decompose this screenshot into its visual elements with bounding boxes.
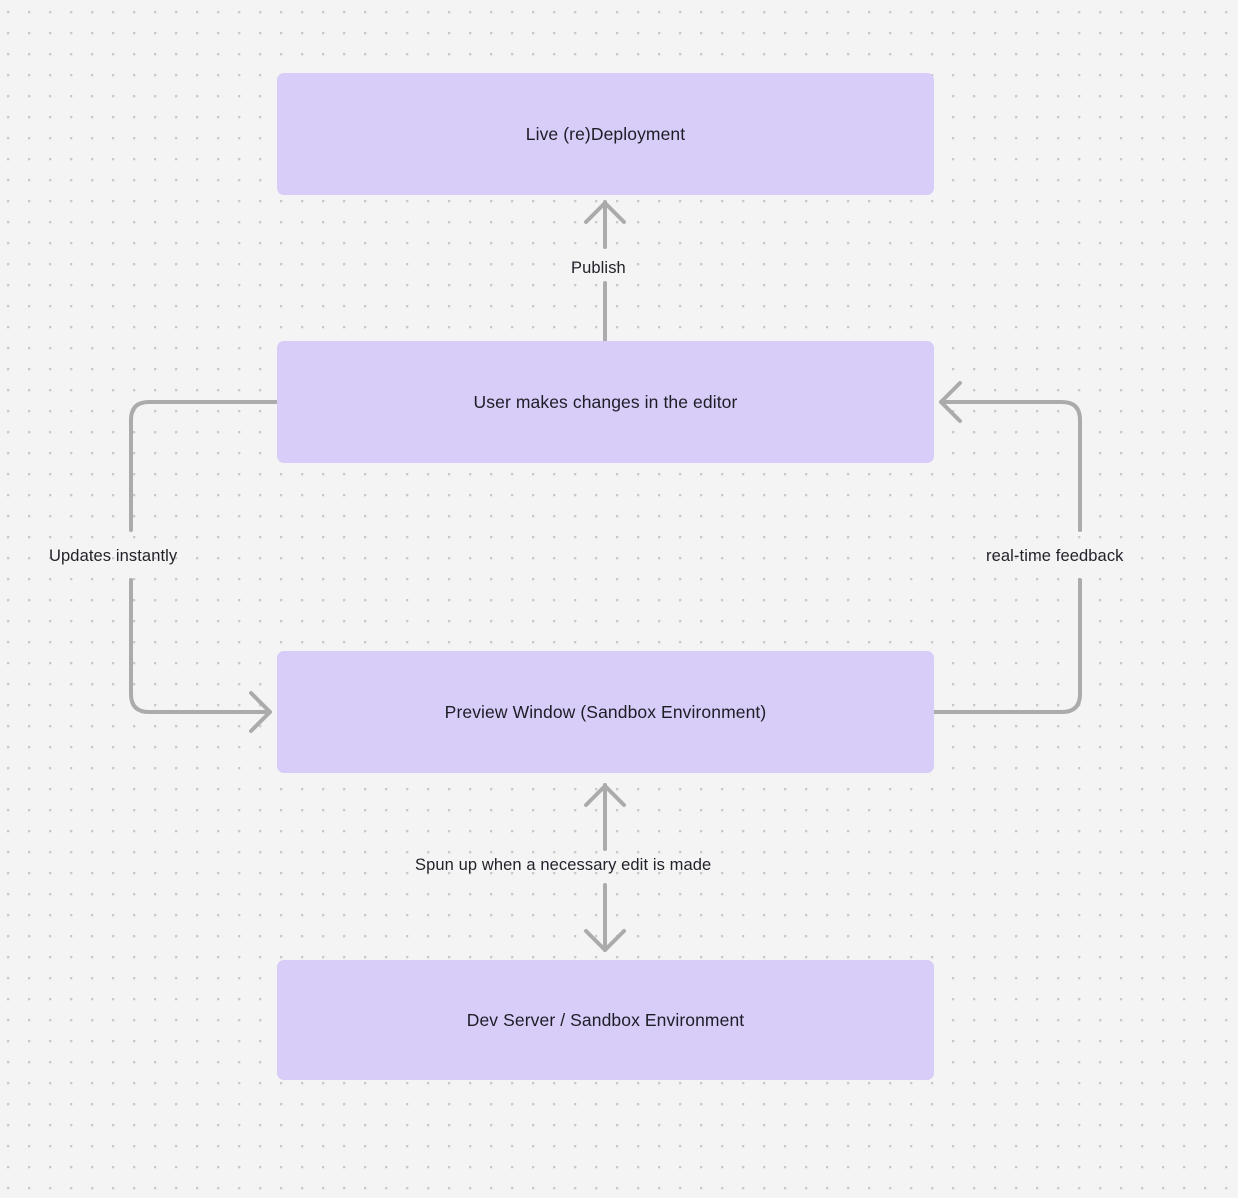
node-user-makes-changes[interactable]: User makes changes in the editor — [277, 341, 934, 463]
node-preview-window[interactable]: Preview Window (Sandbox Environment) — [277, 651, 934, 773]
node-label: Preview Window (Sandbox Environment) — [444, 701, 767, 722]
edge-realtime-line-upper — [939, 400, 1082, 532]
edge-realtime-arrowhead — [939, 381, 962, 423]
node-live-redeployment[interactable]: Live (re)Deployment — [277, 73, 934, 195]
edge-updates-line-upper — [129, 400, 279, 532]
edge-label-spun-up[interactable]: Spun up when a necessary edit is made — [415, 856, 712, 874]
edge-label-updates-instantly[interactable]: Updates instantly — [49, 547, 178, 565]
node-dev-server[interactable]: Dev Server / Sandbox Environment — [277, 960, 934, 1080]
edge-updates-arrowhead — [249, 691, 272, 733]
edge-spunup-arrowhead-bottom — [584, 929, 626, 952]
edge-publish-arrowhead — [584, 201, 626, 224]
edge-label-publish[interactable]: Publish — [571, 259, 626, 277]
edge-realtime-line-lower — [932, 578, 1082, 714]
edge-spunup-arrowhead-top — [584, 784, 626, 807]
node-label: User makes changes in the editor — [473, 391, 738, 412]
node-label: Live (re)Deployment — [525, 123, 686, 144]
edge-label-real-time-feedback[interactable]: real-time feedback — [986, 547, 1124, 565]
edge-updates-line-lower — [129, 578, 272, 714]
node-label: Dev Server / Sandbox Environment — [466, 1009, 745, 1030]
